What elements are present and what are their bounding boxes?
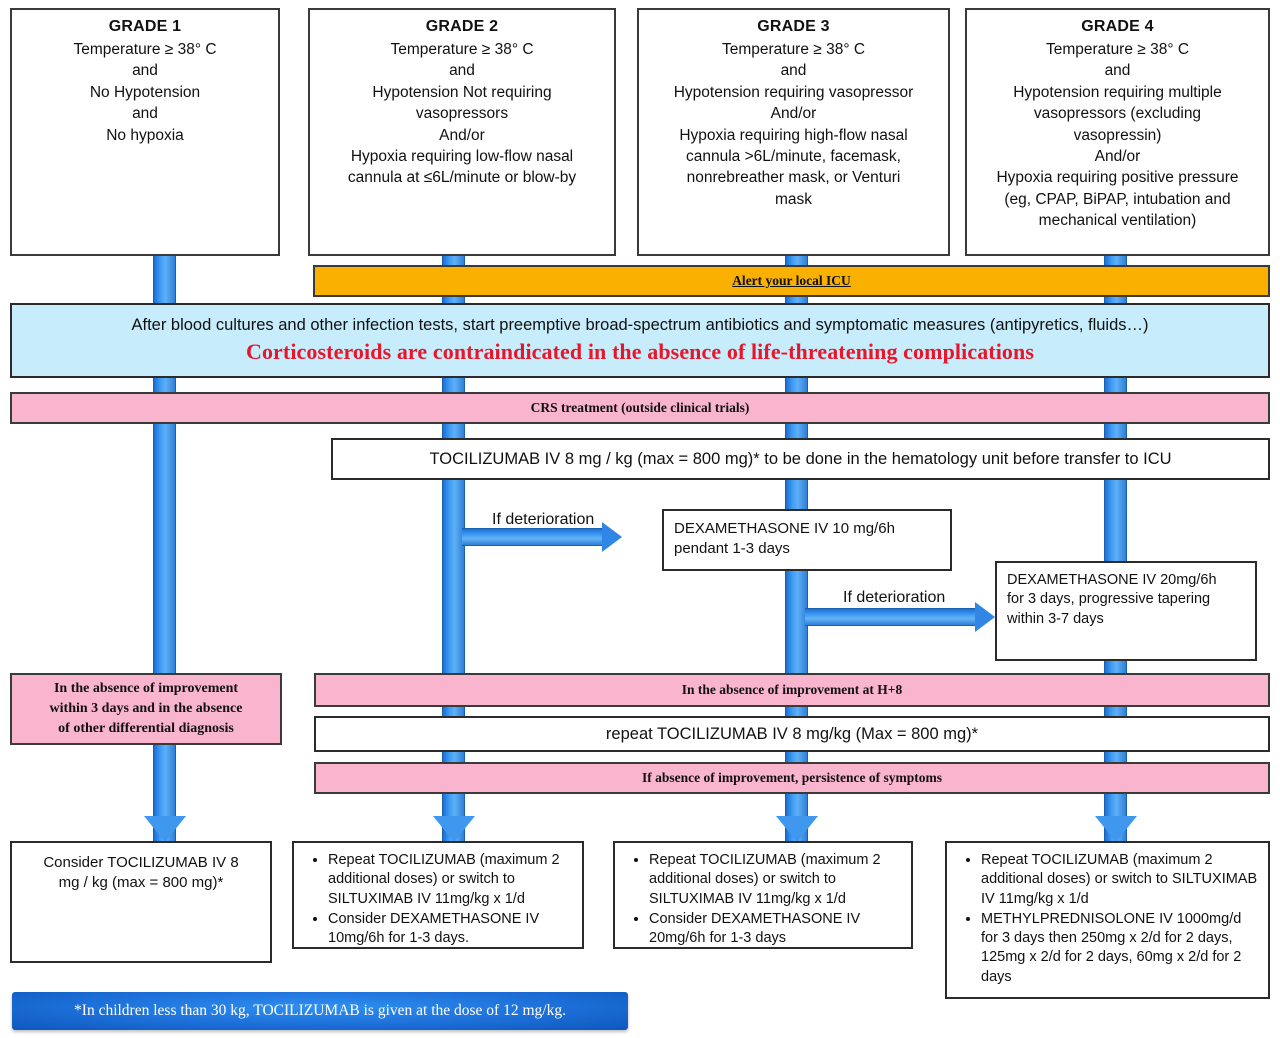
grade-1-line-3: No Hypotension xyxy=(89,83,201,101)
grade-1-line-1: Temperature ≥ 38° C xyxy=(73,41,217,59)
grade-3-title: GRADE 3 xyxy=(757,18,830,35)
grade-3-line-1: Temperature ≥ 38° C xyxy=(721,41,866,59)
grade-4-line-1: Temperature ≥ 38° C xyxy=(1045,41,1190,59)
dexamethasone-20mg-line-3: within 3-7 days xyxy=(1007,610,1104,627)
grade-4-line-4: vasopressors (excluding xyxy=(1033,105,1202,123)
grade-4-line-3: Hypotension requiring multiple xyxy=(1013,83,1222,101)
dexamethasone-10mg-box: DEXAMETHASONE IV 10 mg/6h pendant 1-3 da… xyxy=(662,509,952,571)
persistence-symptoms-bar: If absence of improvement, persistence o… xyxy=(314,762,1270,794)
repeat-tocilizumab-label: repeat TOCILIZUMAB IV 8 mg/kg (Max = 800… xyxy=(605,724,979,743)
grade-1-line-4: and xyxy=(132,105,158,123)
dexamethasone-20mg-box: DEXAMETHASONE IV 20mg/6h for 3 days, pro… xyxy=(995,561,1257,661)
if-deterioration-2-arrow xyxy=(805,602,995,632)
grade-2-line-4: vasopressors xyxy=(415,105,509,123)
outcome-box-grade3: Repeat TOCILIZUMAB (maximum 2 additional… xyxy=(613,841,913,949)
grade-3-line-6: cannula >6L/minute, facemask, xyxy=(686,147,901,165)
no-improvement-3-days-label: In the absence of improvement within 3 d… xyxy=(50,679,243,740)
persistence-symptoms-label: If absence of improvement, persistence o… xyxy=(641,770,943,785)
outcome-2-bullet-2: Consider DEXAMETHASONE IV 10mg/6h for 1-… xyxy=(328,910,574,949)
arrow-to-outcome-2 xyxy=(432,794,475,842)
grade-4-title: GRADE 4 xyxy=(1081,18,1154,35)
grade-2-title: GRADE 2 xyxy=(425,18,499,35)
grade-2-line-7: cannula at ≤6L/minute or blow-by xyxy=(347,169,577,187)
corticosteroids-warning-line: Corticosteroids are contraindicated in t… xyxy=(245,339,1035,364)
outcome-box-grade2: Repeat TOCILIZUMAB (maximum 2 additional… xyxy=(292,841,584,949)
grade-2-line-1: Temperature ≥ 38° C xyxy=(390,41,534,59)
grade-3-line-4: And/or xyxy=(770,105,817,123)
outcome-4-bullet-2: METHYLPREDNISOLONE IV 1000mg/d for 3 day… xyxy=(981,910,1260,987)
grade-4-box: GRADE 4 Temperature ≥ 38° C and Hypotens… xyxy=(965,8,1270,256)
footnote-label: *In children less than 30 kg, TOCILIZUMA… xyxy=(74,1002,566,1019)
outcome-4-bullet-1: Repeat TOCILIZUMAB (maximum 2 additional… xyxy=(981,851,1260,909)
grade-3-line-2: and xyxy=(780,62,807,80)
grade-1-line-5: No hypoxia xyxy=(106,126,184,144)
grade-2-line-3: Hypotension Not requiring xyxy=(372,83,552,101)
antibiotics-instruction-line: After blood cultures and other infection… xyxy=(131,316,1149,334)
dexamethasone-10mg-line-2: pendant 1-3 days xyxy=(674,539,790,557)
dexamethasone-20mg-line-1: DEXAMETHASONE IV 20mg/6h xyxy=(1007,572,1217,588)
antibiotics-corticosteroids-box: After blood cultures and other infection… xyxy=(10,303,1270,378)
outcome-2-bullet-1: Repeat TOCILIZUMAB (maximum 2 additional… xyxy=(328,851,574,909)
if-deterioration-1-label: If deterioration xyxy=(492,511,595,528)
crs-treatment-bar: CRS treatment (outside clinical trials) xyxy=(10,392,1270,424)
arrow-to-outcome-3 xyxy=(775,794,818,842)
outcome-box-grade1: Consider TOCILIZUMAB IV 8 mg / kg (max =… xyxy=(10,841,272,963)
grade-3-box: GRADE 3 Temperature ≥ 38° C and Hypotens… xyxy=(637,8,950,256)
grade-4-line-6: And/or xyxy=(1094,147,1141,165)
outcome-box-grade4: Repeat TOCILIZUMAB (maximum 2 additional… xyxy=(945,841,1270,999)
dexamethasone-10mg-line-1: DEXAMETHASONE IV 10 mg/6h xyxy=(674,520,895,537)
grade-2-line-6: Hypoxia requiring low-flow nasal xyxy=(350,147,574,165)
no-improvement-line-1: In the absence of improvement xyxy=(53,680,239,696)
no-improvement-h8-label: In the absence of improvement at H+8 xyxy=(681,682,903,697)
grade-1-line-2: and xyxy=(132,62,158,80)
footnote-banner: *In children less than 30 kg, TOCILIZUMA… xyxy=(12,992,628,1030)
grade-2-line-2: and xyxy=(449,62,475,80)
alert-local-icu-label: Alert your local ICU xyxy=(732,273,851,288)
grade-4-line-2: and xyxy=(1104,62,1131,80)
grade-3-line-3: Hypotension requiring vasopressor xyxy=(673,83,914,101)
dexamethasone-20mg-line-2: for 3 days, progressive tapering xyxy=(1007,591,1211,608)
grade-4-line-7: Hypoxia requiring positive pressure xyxy=(996,169,1239,187)
tocilizumab-label: TOCILIZUMAB IV 8 mg / kg (max = 800 mg)*… xyxy=(429,449,1172,468)
grade-1-title: GRADE 1 xyxy=(108,18,182,35)
outcome-3-bullet-2: Consider DEXAMETHASONE IV 20mg/6h for 1-… xyxy=(649,910,903,949)
tocilizumab-box: TOCILIZUMAB IV 8 mg / kg (max = 800 mg)*… xyxy=(331,438,1270,480)
alert-local-icu-bar: Alert your local ICU xyxy=(313,265,1270,297)
arrow-to-outcome-1 xyxy=(143,794,186,842)
grade-4-line-5: vasopressin) xyxy=(1073,126,1162,144)
grade-2-line-5: And/or xyxy=(439,126,485,144)
grade-3-line-8: mask xyxy=(774,190,813,208)
grade-1-box: GRADE 1 Temperature ≥ 38° C and No Hypot… xyxy=(10,8,280,256)
arrow-to-outcome-4 xyxy=(1094,794,1137,842)
grade-4-line-9: mechanical ventilation) xyxy=(1038,212,1197,230)
no-improvement-h8-bar: In the absence of improvement at H+8 xyxy=(314,673,1270,707)
no-improvement-line-3: of other differential diagnosis xyxy=(58,721,234,737)
grade-2-box: GRADE 2 Temperature ≥ 38° C and Hypotens… xyxy=(308,8,616,256)
grade-4-line-8: (eg, CPAP, BiPAP, intubation and xyxy=(1004,190,1231,208)
no-improvement-line-2: within 3 days and in the absence xyxy=(49,700,243,716)
outcome-3-bullet-1: Repeat TOCILIZUMAB (maximum 2 additional… xyxy=(649,851,903,909)
if-deterioration-1-arrow xyxy=(462,522,622,552)
outcome-1-line-2: mg / kg (max = 800 mg)* xyxy=(58,874,224,892)
outcome-1-line-1: Consider TOCILIZUMAB IV 8 xyxy=(43,854,239,871)
no-improvement-3-days-box: In the absence of improvement within 3 d… xyxy=(10,673,282,745)
grade-3-line-5: Hypoxia requiring high-flow nasal xyxy=(679,126,908,144)
crs-treatment-label: CRS treatment (outside clinical trials) xyxy=(530,400,750,415)
repeat-tocilizumab-bar: repeat TOCILIZUMAB IV 8 mg/kg (Max = 800… xyxy=(314,716,1270,752)
grade-3-line-7: nonrebreather mask, or Venturi xyxy=(686,169,901,187)
if-deterioration-2-label: If deterioration xyxy=(843,589,946,606)
